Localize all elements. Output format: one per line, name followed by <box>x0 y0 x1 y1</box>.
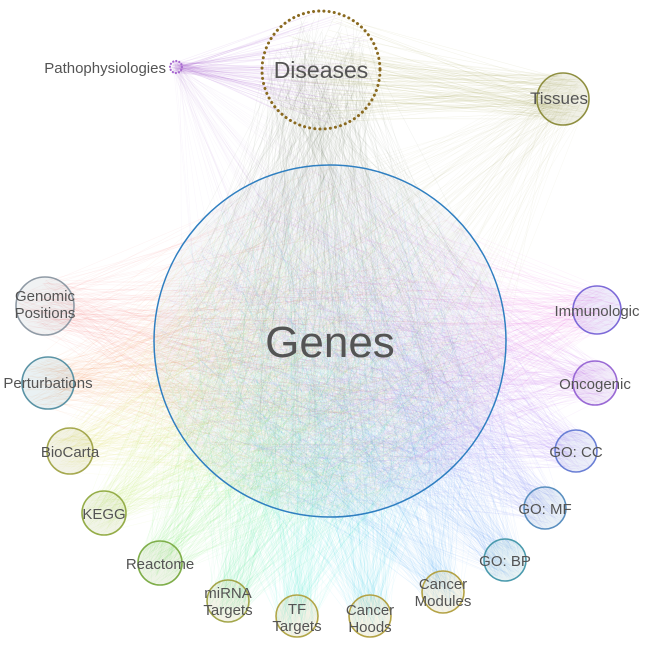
label-line: Hoods <box>348 619 391 636</box>
label-line: GO: BP <box>479 553 531 570</box>
node-label-go-bp: GO: BP <box>479 553 531 570</box>
node-label-pathophysiologies: Pathophysiologies <box>44 60 166 77</box>
node-label-biocarta: BioCarta <box>41 444 100 461</box>
node-genes[interactable] <box>153 164 507 518</box>
node-immunologic[interactable] <box>572 285 622 335</box>
label-line: Tissues <box>530 89 588 108</box>
label-line: KEGG <box>82 506 125 523</box>
label-line: Positions <box>15 305 76 322</box>
edge-bundle-oncogenic-genes <box>175 174 617 508</box>
node-genomic-positions[interactable] <box>15 276 75 336</box>
node-diseases[interactable] <box>260 9 382 131</box>
node-oncogenic[interactable] <box>572 360 618 406</box>
label-line: Immunologic <box>554 303 640 320</box>
node-label-diseases: Diseases <box>274 57 369 83</box>
label-line: Oncogenic <box>559 376 631 393</box>
node-biocarta[interactable] <box>46 427 94 475</box>
label-line: Reactome <box>126 556 194 573</box>
edge-bundle-cancer-hoods-genes <box>156 174 486 637</box>
node-label-kegg: KEGG <box>82 506 125 523</box>
node-label-go-cc: GO: CC <box>549 444 603 461</box>
label-line: miRNA <box>204 585 252 602</box>
node-go-bp[interactable] <box>483 538 527 582</box>
node-mirna-targets[interactable] <box>206 579 250 623</box>
label-line: Targets <box>272 618 321 635</box>
edge-bundle-genomic-positions-genes <box>17 167 502 508</box>
node-perturbations[interactable] <box>21 356 75 410</box>
edge-bundle-tissues-genes <box>164 74 585 507</box>
label-line: Cancer <box>346 602 394 619</box>
node-tf-targets[interactable] <box>275 594 319 638</box>
edge-bundle-pathophysiologies-diseases <box>170 11 379 124</box>
node-label-genes: Genes <box>265 318 395 367</box>
node-go-cc[interactable] <box>554 429 598 473</box>
node-label-tissues: Tissues <box>530 89 588 108</box>
label-line: Genomic <box>15 288 76 305</box>
edge-bundle-tissues-diseases <box>270 17 585 124</box>
edge-bundle-mirna-targets-genes <box>157 174 506 622</box>
label-line: GO: CC <box>549 444 603 461</box>
label-line: Genes <box>265 318 395 367</box>
label-line: Perturbations <box>3 375 92 392</box>
edge-bundle-go-mf-genes <box>164 168 565 530</box>
node-pathophysiologies[interactable] <box>168 59 184 75</box>
node-label-go-mf: GO: MF <box>518 501 571 518</box>
node-kegg[interactable] <box>81 490 127 536</box>
node-cancer-hoods[interactable] <box>348 594 392 638</box>
node-label-oncogenic: Oncogenic <box>559 376 631 393</box>
node-cancer-modules[interactable] <box>421 570 465 614</box>
node-go-mf[interactable] <box>523 486 567 530</box>
node-label-immunologic: Immunologic <box>554 303 640 320</box>
edge-bundle-diseases-genes <box>154 13 505 518</box>
node-label-reactome: Reactome <box>126 556 194 573</box>
label-line: Targets <box>203 602 252 619</box>
edge-bundle-cancer-modules-genes <box>160 169 505 613</box>
label-line: Cancer <box>419 576 467 593</box>
edge-bundle-immunologic-genes <box>157 170 621 499</box>
label-line: Modules <box>415 593 472 610</box>
label-line: Pathophysiologies <box>44 60 166 77</box>
edge-bundle-reactome-genes <box>138 171 502 584</box>
label-line: BioCarta <box>41 444 100 461</box>
label-line: GO: MF <box>518 501 571 518</box>
node-reactome[interactable] <box>137 540 183 586</box>
edge-bundle-tf-targets-genes <box>154 172 502 637</box>
edge-bundle-go-bp-genes <box>159 171 524 579</box>
node-label-perturbations: Perturbations <box>3 375 92 392</box>
edge-bundle-pathophysiologies-genes <box>170 61 471 491</box>
node-tissues[interactable] <box>536 72 590 126</box>
edge-bundle-kegg-genes <box>82 168 487 535</box>
label-line: Diseases <box>274 57 369 83</box>
label-line: TF <box>288 601 306 618</box>
edge-bundle-go-cc-genes <box>159 169 597 511</box>
